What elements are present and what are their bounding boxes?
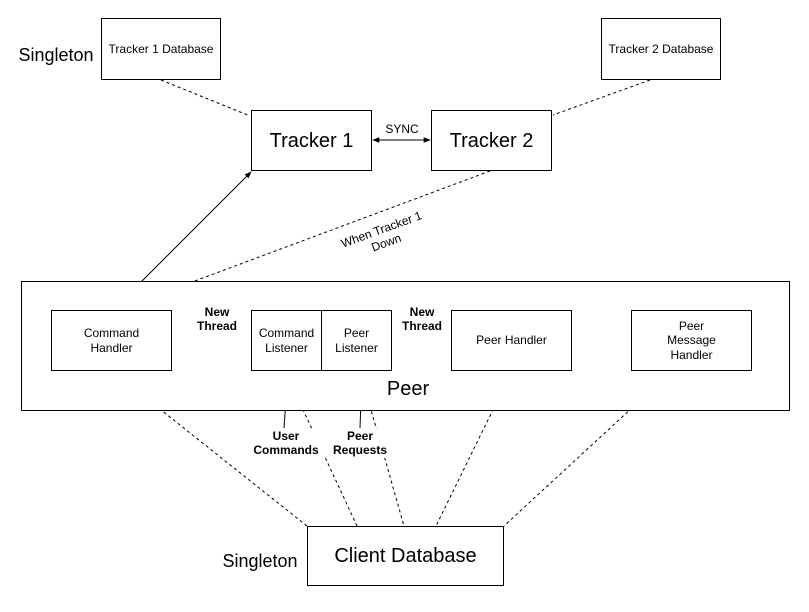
command-handler-box: Command Handler [51,310,172,371]
peerhandler-clientdb-link [435,370,513,527]
tracker1-database-label: Tracker 1 Database [108,41,214,56]
command-listener-box: Command Listener [251,310,322,371]
peer-listener-box: Peer Listener [321,310,392,371]
tracker2-box: Tracker 2 [431,110,552,171]
peer-requests-label: Peer Requests [326,429,394,458]
tracker2-database-box: Tracker 2 Database [601,18,721,80]
peer-handler-box: Peer Handler [451,310,572,371]
peer-message-handler-label: Peer Message Handler [667,318,716,362]
client-database-label: Client Database [334,545,477,567]
tracker1-box: Tracker 1 [251,110,372,171]
new-thread-right-label: New Thread [401,305,442,334]
singleton-top-label: Singleton [18,45,94,65]
new-thread-left-label: New Thread [196,305,237,334]
singleton-bottom-label: Singleton [222,551,298,571]
command-handler-label: Command Handler [83,326,140,355]
tracker2-database-label: Tracker 2 Database [608,41,714,56]
tracker2-label: Tracker 2 [449,129,534,152]
client-database-box: Client Database [307,526,504,586]
peer-label: Peer [386,378,430,400]
t1db-tracker1-link [160,79,251,117]
peer-handler-label: Peer Handler [476,333,547,348]
tracker1-database-box: Tracker 1 Database [101,18,221,80]
command-listener-label: Command Listener [258,326,315,355]
sync-label: SYNC [385,122,419,136]
peer-listener-label: Peer Listener [335,326,378,355]
tracker1-label: Tracker 1 [269,129,354,152]
user-commands-label: User Commands [246,429,326,458]
peer-message-handler-box: Peer Message Handler [631,310,752,371]
t2db-tracker2-link [552,79,651,116]
